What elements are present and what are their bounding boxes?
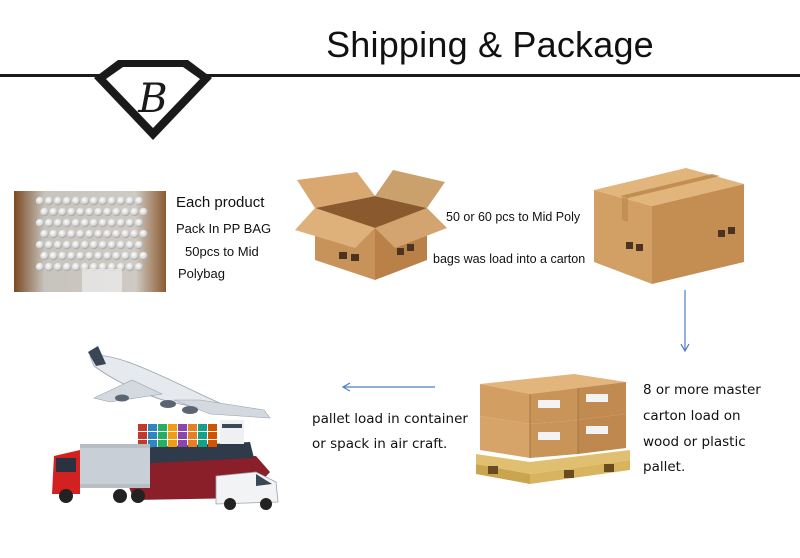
page-title: Shipping & Package: [326, 24, 654, 65]
transport-icon: [52, 346, 279, 510]
arrow-down-icon: [680, 290, 690, 353]
logo-letter: B: [137, 76, 167, 122]
diamond-logo-icon: B: [94, 60, 212, 140]
step2-line2: bags was load into a carton: [433, 252, 586, 266]
step3-line3: wood or plastic: [643, 434, 746, 450]
step2-line1: 50 or 60 pcs to Mid Poly: [446, 210, 581, 224]
red-truck-icon: [52, 444, 150, 503]
pallet-cartons-icon: [476, 374, 630, 484]
open-carton-icon: [295, 170, 447, 280]
step4-line1: pallet load in container: [312, 411, 468, 427]
step1-line4: Polybag: [178, 266, 225, 281]
step1-line3: 50pcs to Mid: [185, 244, 259, 259]
closed-carton-icon: [594, 168, 744, 284]
step1-line2: Pack In PP BAG: [176, 221, 272, 236]
step4-line2: or spack in air craft.: [312, 436, 448, 452]
bubble-wrap-image: [14, 191, 166, 292]
step1-heading: Each product: [176, 194, 265, 211]
step3-line2: carton load on: [643, 408, 741, 424]
header-rule: [0, 74, 800, 77]
step3-line4: pallet.: [643, 459, 686, 475]
step3-line1: 8 or more master: [643, 382, 761, 398]
airplane-icon: [88, 346, 271, 419]
white-van-icon: [215, 471, 279, 510]
arrow-left-icon: [341, 382, 435, 392]
